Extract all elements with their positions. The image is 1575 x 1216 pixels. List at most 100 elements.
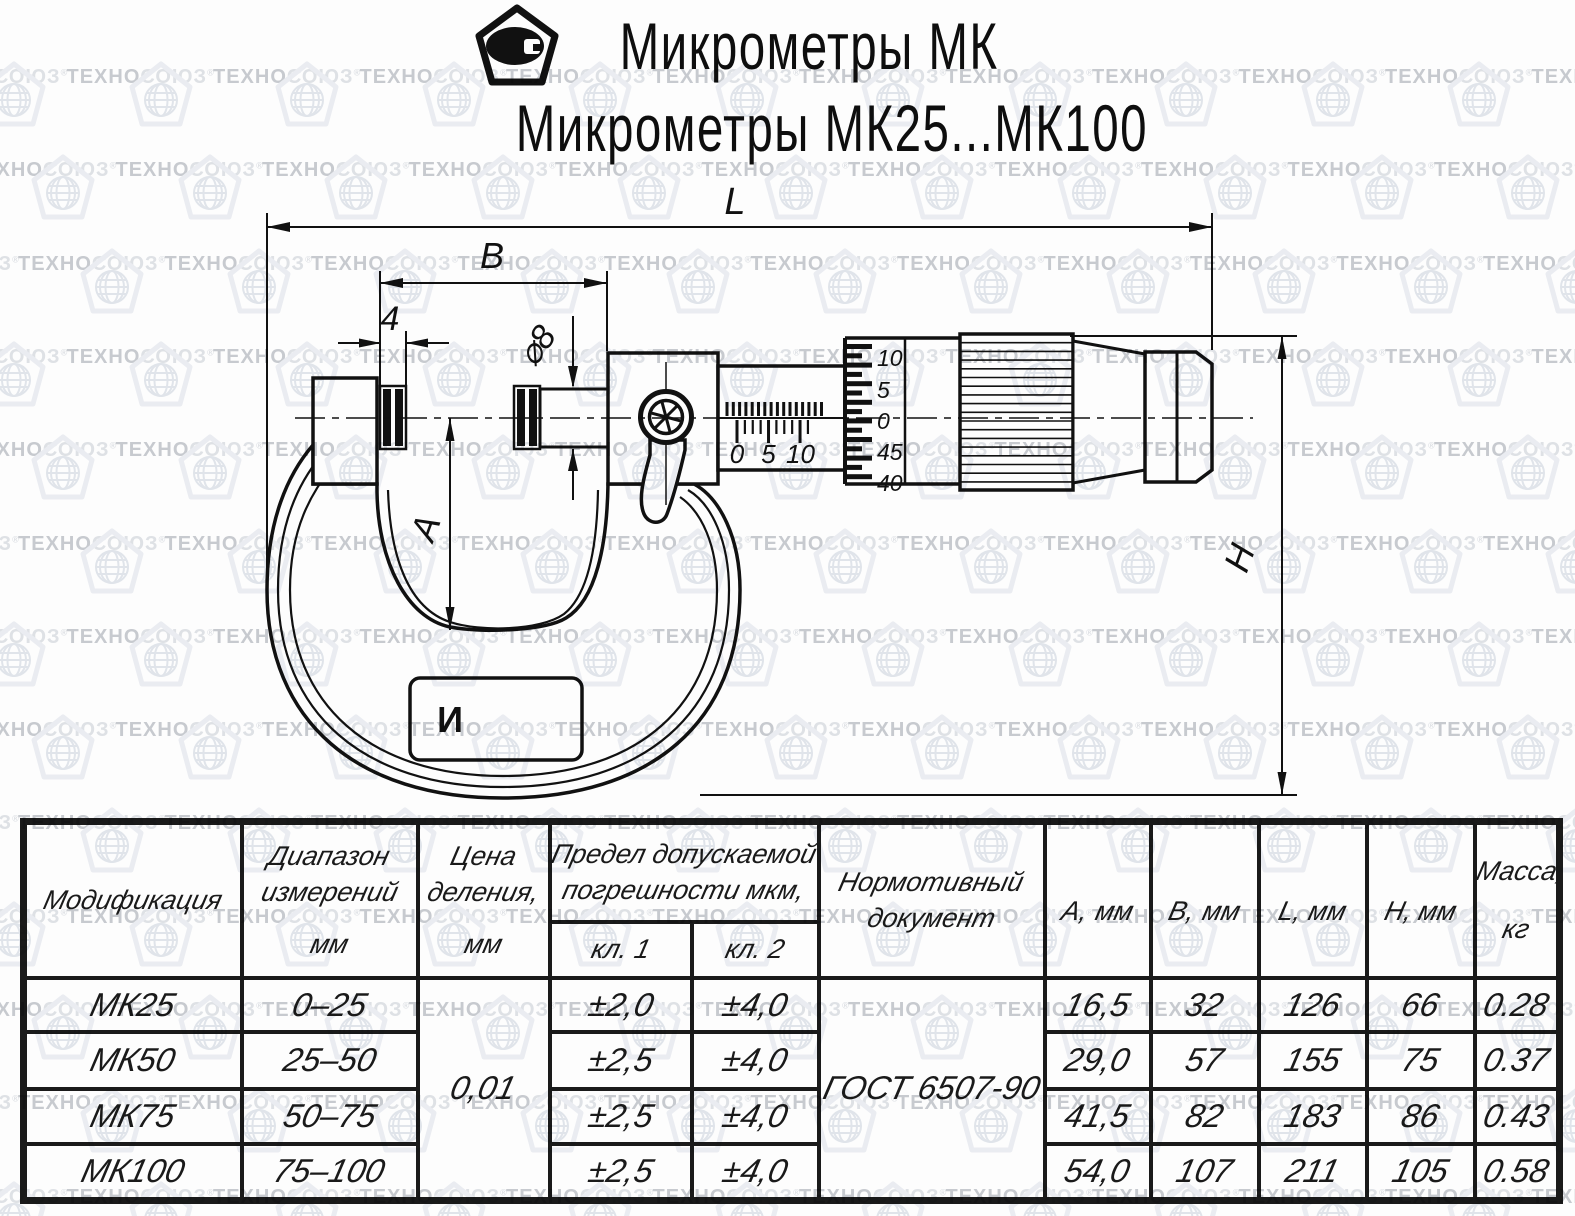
watermark-text: ТЕХНОСОЮЗ® [0,66,69,88]
table-row: МК75 50–75 ±2,5 ±4,0 41,5 82 183 86 0.43 [21,1086,1562,1146]
watermark-globe-icon [1399,528,1462,593]
watermark-globe-icon [1496,714,1560,780]
cell-mass: 0.58 [1472,1141,1562,1203]
dim-label-A: А [401,509,448,547]
frame-label-plate [408,676,584,762]
watermark-text: ТЕХНОСОЮЗ® [1336,532,1485,555]
watermark-globe-icon [31,434,95,500]
header-b-mm: В, мм [1148,819,1261,980]
header-range: Диапазон измерений мм [239,819,420,980]
watermark-text: ТЕХНОСОЮЗ® [18,532,167,555]
watermark-globe-icon [1301,61,1364,127]
page-subtitle: Микрометры МК25...МК100 [515,91,1148,165]
watermark-globe-icon [1545,528,1575,593]
watermark-text: ТЕХНОСОЮЗ® [1483,252,1575,275]
header-l-mm: L, мм [1256,819,1369,980]
header-mass-kg: Масса, кг [1472,819,1562,980]
watermark-text: ТЕХНОСОЮЗ® [1434,719,1575,742]
watermark-globe-icon [0,243,8,327]
watermark-text: ТЕХНОСОЮЗ® [1385,345,1534,368]
watermark-globe-icon [129,341,192,407]
cell-class1: ±2,5 [547,1086,694,1146]
watermark-globe-icon [1447,61,1511,127]
brand-logo-icon [475,4,559,86]
cell-model: МК100 [21,1141,244,1203]
sleeve-scale-number: 5 [761,439,776,469]
sleeve-scale-number: 0 [730,439,745,469]
watermark-text: ТЕХНОСОЮЗ® [0,252,20,275]
cell-range: 75–100 [239,1141,420,1203]
watermark-text: ТЕХНОСОЮЗ® [0,812,20,835]
watermark-text: ТЕХНОСОЮЗ® [1434,439,1575,462]
watermark-globe-icon [1496,154,1560,220]
dim-label-dia8: ⌀8 [510,319,564,373]
cell-a: 54,0 [1042,1141,1153,1203]
watermark-globe-icon [275,61,339,127]
watermark-text: ТЕХНОСОЮЗ® [1092,66,1241,88]
cell-division: 0,01 [415,975,552,1203]
cell-model: МК75 [21,1086,244,1146]
watermark-text: ТЕХНОСОЮЗ® [18,252,167,275]
cell-b: 107 [1148,1141,1261,1203]
watermark-globe-icon [1350,154,1413,220]
watermark-text: ТЕХНОСОЮЗ® [1531,66,1575,88]
watermark-text: ТЕХНОСОЮЗ® [0,1092,20,1115]
cell-class2: ±4,0 [689,1029,821,1091]
dim-label-B: B [480,235,504,276]
spec-table: Модификация Диапазон измерений мм Цена д… [20,818,1564,1204]
watermark-globe-icon [1447,621,1511,687]
cell-model: МК50 [21,1029,244,1091]
table-row: МК50 25–50 ±2,5 ±4,0 29,0 57 155 75 0.37 [21,1029,1562,1091]
watermark-globe-icon [1154,61,1218,127]
watermark-text: ТЕХНОСОЮЗ® [1385,625,1534,648]
watermark-globe-icon [31,154,95,220]
watermark-globe-icon [1545,248,1575,314]
watermark-globe-icon [0,523,8,607]
watermark-text: ТЕХНОСОЮЗ® [0,159,118,182]
watermark-text: ТЕХНОСОЮЗ® [66,345,215,368]
cell-l: 211 [1256,1141,1369,1203]
watermark-text: ТЕХНОСОЮЗ® [66,66,215,88]
watermark-globe-icon [0,61,46,127]
cell-class2: ±4,0 [689,975,821,1034]
watermark-globe-icon [1496,434,1560,500]
cell-h: 75 [1364,1029,1477,1091]
cell-a: 41,5 [1042,1086,1153,1146]
watermark-text: ТЕХНОСОЮЗ® [0,625,69,648]
page-title: Микрометры МК [619,9,998,83]
cell-model: МК25 [21,975,244,1034]
watermark-globe-icon [129,621,192,687]
dim-label-L: L [724,181,745,223]
watermark-globe-icon [1350,714,1413,780]
header-error-limit: Предел допускаемой погрешности мкм, [547,819,821,924]
watermark-globe-icon [1350,434,1413,500]
spec-table-grid: Модификация Диапазон измерений мм Цена д… [20,818,1564,1204]
cell-range: 0–25 [239,975,420,1034]
watermark-globe-icon [178,434,241,500]
header-a-mm: А, мм [1042,819,1153,980]
watermark-globe-icon [1399,248,1462,314]
header-class1: кл. 1 [547,919,694,980]
header-h-mm: Н, мм [1364,819,1477,980]
cell-range: 25–50 [239,1029,420,1091]
thimble-scale-number: 40 [877,470,903,496]
watermark-text: ТЕХНОСОЮЗ® [1385,66,1534,88]
cell-class1: ±2,5 [547,1029,694,1091]
watermark-text: ТЕХНОСОЮЗ® [1238,66,1387,88]
watermark-globe-icon [0,341,46,407]
cell-a: 16,5 [1042,975,1153,1034]
thimble-scale-number: 45 [877,439,903,465]
watermark-text: ТЕХНОСОЮЗ® [0,719,118,742]
cell-class2: ±4,0 [689,1086,821,1146]
watermark-text: ТЕХНОСОЮЗ® [0,532,20,555]
cell-mass: 0.37 [1472,1029,1562,1091]
watermark-text: ТЕХНОСОЮЗ® [1434,159,1575,182]
watermark-globe-icon [0,802,8,886]
cell-l: 183 [1256,1086,1369,1146]
watermark-globe-icon [178,714,241,780]
watermark-text: ТЕХНОСОЮЗ® [0,345,69,368]
watermark-text: ТЕХНОСОЮЗ® [1531,625,1575,648]
cell-h: 66 [1364,975,1477,1034]
